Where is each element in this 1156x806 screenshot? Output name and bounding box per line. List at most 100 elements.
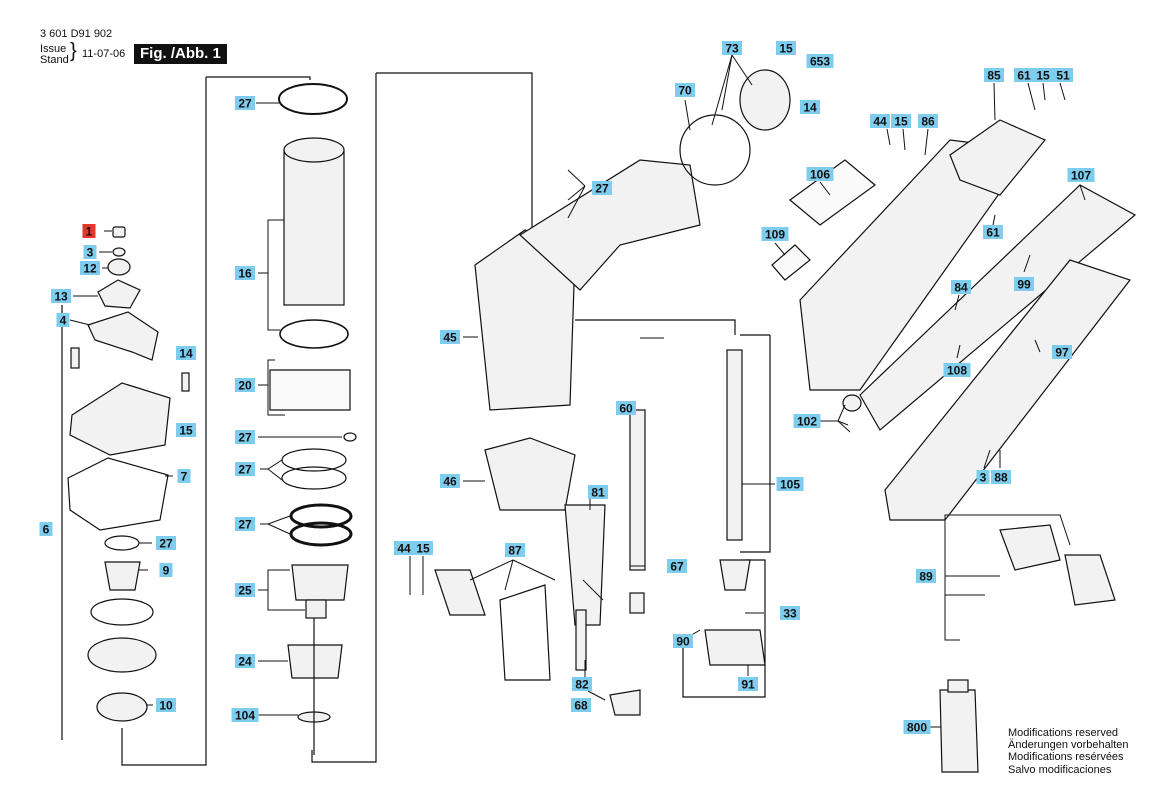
callout-3: 3 xyxy=(83,245,97,260)
stand-label: Stand xyxy=(40,54,69,66)
callout-12: 12 xyxy=(80,261,100,276)
issue-date: 11-07-06 xyxy=(82,48,126,60)
callout-84: 84 xyxy=(951,280,971,295)
callout-104: 104 xyxy=(231,708,259,723)
callout-box xyxy=(984,68,1004,82)
callout-box xyxy=(780,606,800,620)
callout-1: 1 xyxy=(82,224,96,239)
callout-number: 14 xyxy=(803,101,817,115)
callout-box xyxy=(177,469,191,483)
callout-6: 6 xyxy=(39,522,53,537)
callout-61: 61 xyxy=(983,225,1003,240)
callout-89: 89 xyxy=(916,569,936,584)
callout-106: 106 xyxy=(806,167,834,182)
callout-box xyxy=(918,114,938,128)
callout-box xyxy=(505,543,525,557)
callout-box xyxy=(83,245,97,259)
callout-box xyxy=(440,330,460,344)
callout-number: 10 xyxy=(159,699,173,713)
callout-number: 91 xyxy=(741,678,755,692)
callout-number: 85 xyxy=(987,69,1001,83)
callout-number: 3 xyxy=(980,471,987,485)
figure-title: Fig. /Abb. 1 xyxy=(134,44,227,64)
callout-number: 84 xyxy=(954,281,968,295)
callout-number: 27 xyxy=(238,463,252,477)
callout-number: 70 xyxy=(678,84,692,98)
callout-box xyxy=(891,114,911,128)
callout-number: 1 xyxy=(86,225,93,239)
callout-number: 105 xyxy=(780,478,800,492)
callout-44: 44 xyxy=(394,541,414,556)
callout-number: 44 xyxy=(873,115,887,129)
callout-number: 99 xyxy=(1017,278,1031,292)
callout-87: 87 xyxy=(505,543,525,558)
callout-box xyxy=(176,346,196,360)
callout-109: 109 xyxy=(761,227,789,242)
callout-number: 45 xyxy=(443,331,457,345)
callout-14: 14 xyxy=(800,100,820,115)
callout-box xyxy=(235,462,255,476)
callout-99: 99 xyxy=(1014,277,1034,292)
callout-44: 44 xyxy=(870,114,890,129)
callout-number: 27 xyxy=(595,182,609,196)
callout-number: 9 xyxy=(163,564,170,578)
callout-number: 106 xyxy=(810,168,830,182)
callout-13: 13 xyxy=(51,289,71,304)
callout-box xyxy=(235,430,255,444)
callout-61: 61 xyxy=(1014,68,1034,83)
callout-25: 25 xyxy=(235,583,255,598)
callout-number: 15 xyxy=(779,42,793,56)
document-number: 3 601 D91 902 xyxy=(40,28,113,40)
callout-box xyxy=(394,541,414,555)
callout-number: 97 xyxy=(1055,346,1069,360)
callout-number: 82 xyxy=(575,678,589,692)
callout-800: 800 xyxy=(903,720,931,735)
callout-number: 27 xyxy=(159,537,173,551)
callout-box xyxy=(806,167,834,181)
frame-mid-top xyxy=(376,72,533,250)
callout-box xyxy=(51,289,71,303)
callout-number: 13 xyxy=(54,290,68,304)
callout-box xyxy=(56,313,70,327)
frame-left-top xyxy=(206,76,311,80)
note-line-es: Salvo modificaciones xyxy=(1008,763,1112,776)
callout-number: 6 xyxy=(43,523,50,537)
callout-box xyxy=(673,634,693,648)
callout-97: 97 xyxy=(1052,345,1072,360)
callout-number: 102 xyxy=(797,415,817,429)
issue-label: Issue xyxy=(40,43,67,55)
callout-box xyxy=(1053,68,1073,82)
callout-60: 60 xyxy=(616,401,636,416)
callout-7: 7 xyxy=(177,469,191,484)
callout-box xyxy=(39,522,53,536)
callout-box xyxy=(1014,68,1034,82)
callout-box xyxy=(991,470,1011,484)
callout-number: 109 xyxy=(765,228,785,242)
frame-33 xyxy=(682,559,766,698)
callout-box xyxy=(413,541,433,555)
callout-number: 104 xyxy=(235,709,255,723)
callout-number: 33 xyxy=(783,607,797,621)
callout-number: 12 xyxy=(83,262,97,276)
callout-box xyxy=(156,698,176,712)
callout-number: 61 xyxy=(986,226,1000,240)
callout-15: 15 xyxy=(413,541,433,556)
callout-27: 27 xyxy=(235,462,255,477)
callout-number: 90 xyxy=(676,635,690,649)
callout-box xyxy=(793,414,821,428)
callout-4: 4 xyxy=(56,313,70,328)
callout-box xyxy=(761,227,789,241)
callout-102: 102 xyxy=(793,414,821,429)
callout-24: 24 xyxy=(235,654,255,669)
callout-box xyxy=(235,266,255,280)
callout-number: 24 xyxy=(238,655,252,669)
callout-box xyxy=(231,708,259,722)
callout-box xyxy=(80,261,100,275)
callout-box xyxy=(983,225,1003,239)
callout-90: 90 xyxy=(673,634,693,649)
callout-16: 16 xyxy=(235,266,255,281)
callout-number: 16 xyxy=(238,267,252,281)
callout-number: 81 xyxy=(591,486,605,500)
